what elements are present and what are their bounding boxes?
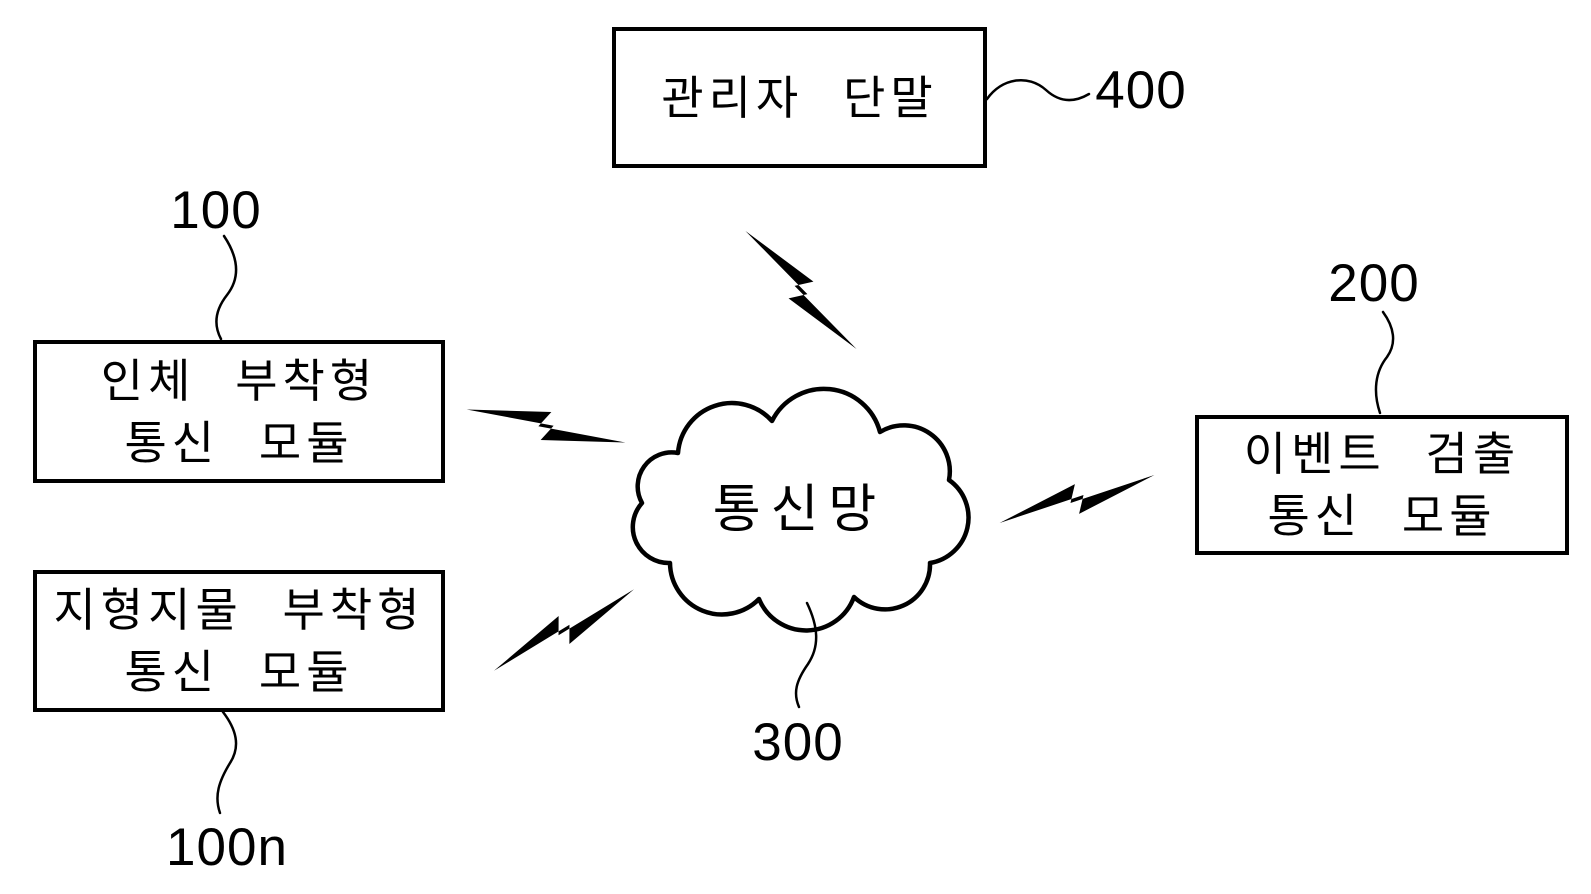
leader-line-100n <box>216 710 238 815</box>
node-admin-terminal-label: 관리자 단말 <box>661 71 938 124</box>
node-terrain-attached-module: 지형지물 부착형 통신 모듈 <box>33 570 445 712</box>
node-event-detection-module: 이벤트 검출 통신 모듈 <box>1195 415 1569 555</box>
ref-label-200: 200 <box>1328 254 1420 313</box>
node-admin-terminal: 관리자 단말 <box>612 27 987 168</box>
ref-label-400: 400 <box>1095 61 1187 120</box>
node-terrain-attached-module-label-line1: 지형지물 부착형 <box>53 584 425 636</box>
leader-line-100 <box>215 234 238 341</box>
network-cloud-shape <box>630 386 971 633</box>
ref-label-100: 100 <box>170 181 262 240</box>
lightning-bolt-icon-admin-link <box>745 230 857 350</box>
node-body-attached-module-label-line2: 통신 모듈 <box>124 416 354 469</box>
lightning-bolt-icon-terrain-link <box>493 589 635 671</box>
node-body-attached-module: 인체 부착형 통신 모듈 <box>33 340 445 483</box>
leader-line-400 <box>985 79 1091 102</box>
leader-line-200 <box>1374 310 1395 415</box>
node-body-attached-module-label-line1: 인체 부착형 <box>100 354 378 407</box>
leader-line-300 <box>794 601 818 709</box>
node-event-detection-module-label-line2: 통신 모듈 <box>1267 490 1497 542</box>
network-cloud-label: 통신망 <box>712 482 887 539</box>
node-terrain-attached-module-label-line2: 통신 모듈 <box>124 646 354 698</box>
lightning-bolt-icon-body-link <box>466 409 626 443</box>
node-event-detection-module-label-line1: 이벤트 검출 <box>1243 428 1521 480</box>
ref-label-100n: 100n <box>166 818 288 877</box>
lightning-bolt-icon-event-link <box>999 474 1155 524</box>
ref-label-300: 300 <box>752 713 844 772</box>
